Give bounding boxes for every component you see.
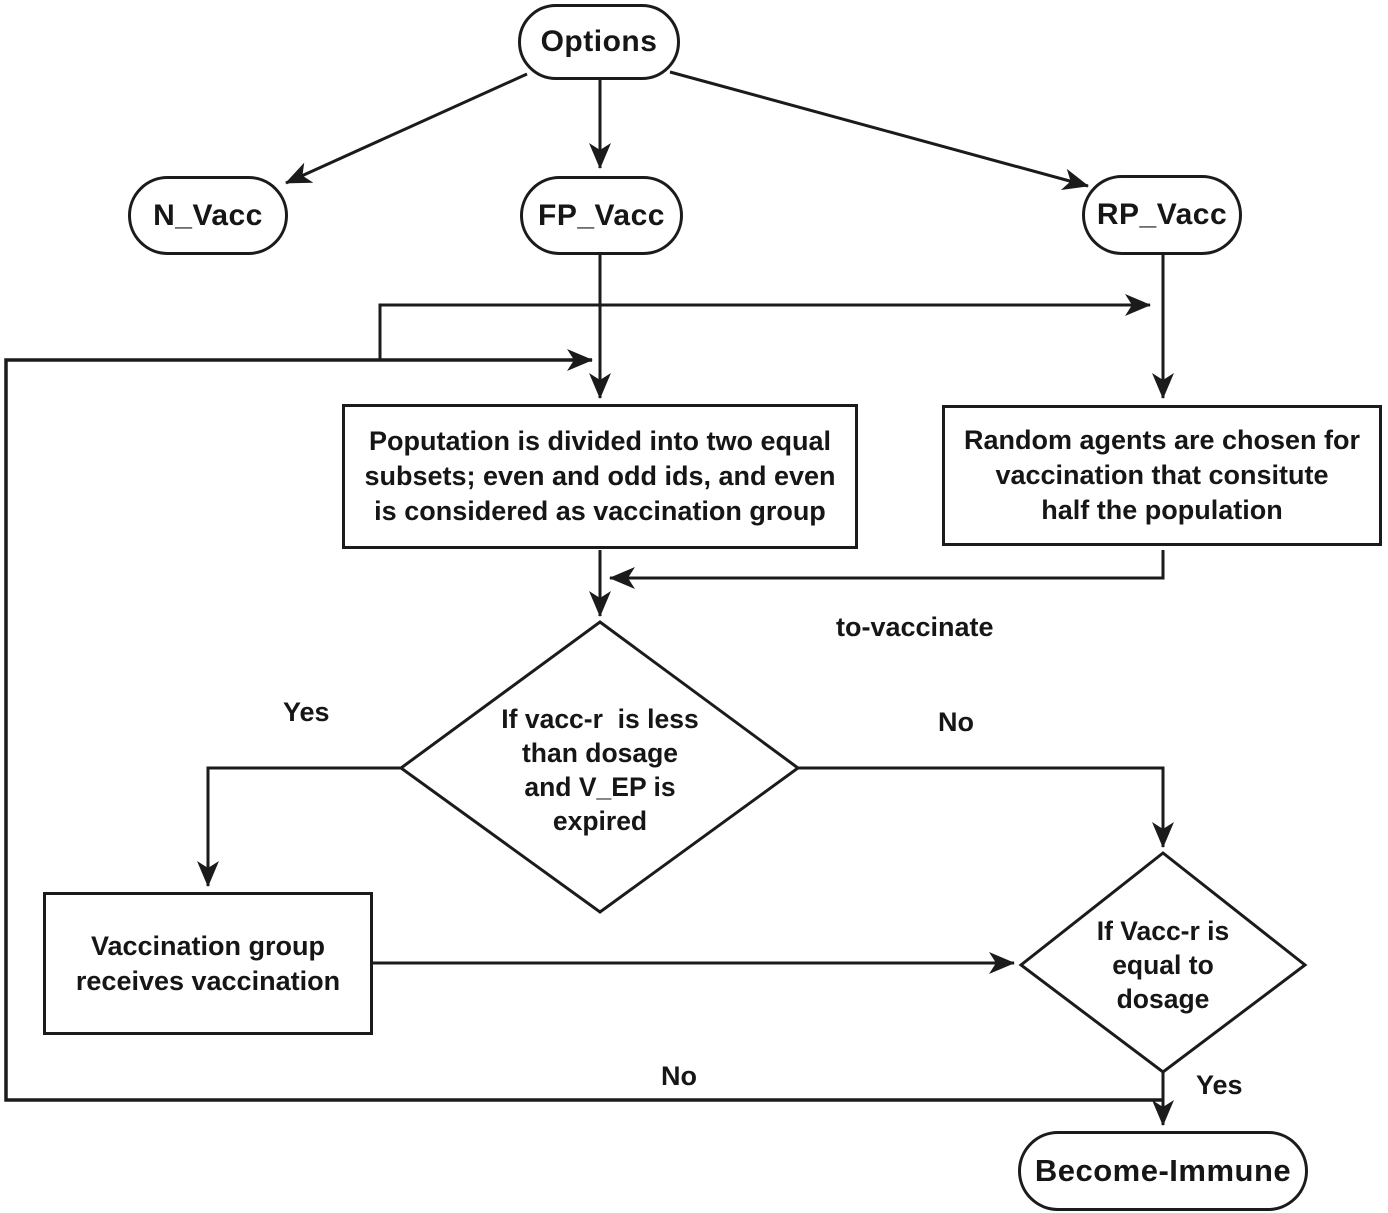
edge-label-no-upper: No	[938, 707, 974, 737]
edge-no-loop-to-fp-branch	[4, 349, 1163, 1102]
node-fp-vacc: FP_Vacc	[520, 176, 683, 255]
node-rp-vacc: RP_Vacc	[1082, 175, 1242, 255]
node-population-split-box: Poputation is divided into two equal sub…	[342, 404, 858, 549]
node-become-immune: Become-Immune	[1018, 1131, 1308, 1211]
edge-label-yes-lower: Yes	[1196, 1070, 1243, 1100]
decision1-diamond	[398, 620, 801, 914]
edge-no-loop-to-rp-branch	[378, 294, 1151, 360]
node-n-vacc: N_Vacc	[128, 176, 288, 255]
edge-decision1-yes-to-vaccination-box	[197, 766, 401, 887]
edge-label-no-lower: No	[661, 1061, 697, 1091]
edge-random-box-to-decision1	[609, 550, 1165, 589]
edge-label-to-vaccinate: to-vaccinate	[836, 612, 994, 642]
edge-options-to-rpvacc	[669, 70, 1089, 191]
edge-options-to-nvacc	[285, 72, 528, 185]
node-random-agents-box: Random agents are chosen for vaccination…	[942, 405, 1382, 546]
node-vaccination-group-box: Vaccination group receives vaccination	[43, 892, 373, 1035]
edge-label-yes-upper: Yes	[283, 697, 330, 727]
edge-decision1-no-to-decision2	[798, 766, 1174, 848]
decision2-diamond	[1018, 851, 1308, 1074]
node-options: Options	[518, 4, 680, 80]
